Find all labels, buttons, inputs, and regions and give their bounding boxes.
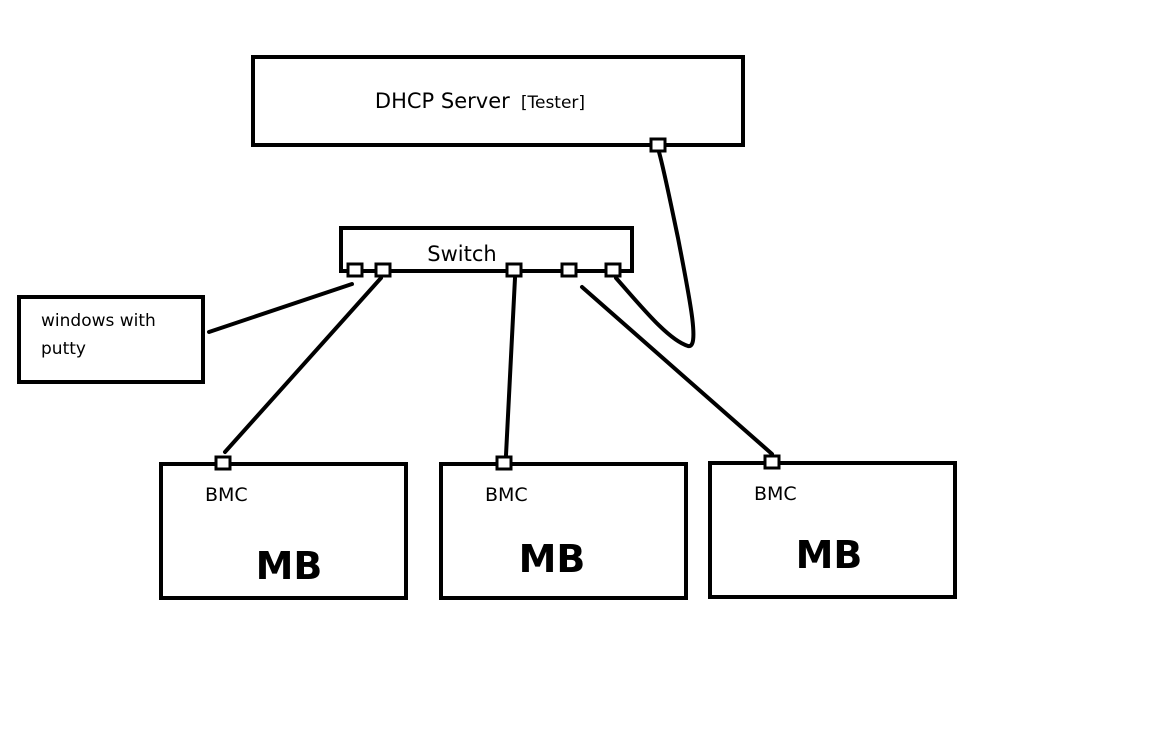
mb-label-3: MB — [796, 533, 863, 577]
bmc-port-1 — [214, 455, 232, 471]
bmc-label-3: BMC — [754, 483, 797, 505]
link-switch-to-dhcp — [614, 150, 696, 348]
windows-client-box — [17, 295, 205, 384]
dhcp-server-sublabel: [Tester] — [521, 93, 585, 113]
bmc-label-2: BMC — [485, 484, 528, 506]
motherboard-node-2: BMC MB — [439, 455, 688, 600]
motherboard-node-1: BMC MB — [159, 455, 408, 600]
link-switch-to-mb2 — [504, 276, 517, 457]
link-switch-to-mb1 — [223, 276, 383, 454]
dhcp-server-title: DHCP Server [Tester] — [375, 89, 585, 113]
bmc-port-3 — [763, 454, 781, 470]
windows-client-node: windows with putty — [17, 295, 205, 384]
bmc-label-1: BMC — [205, 484, 248, 506]
windows-client-line1: windows with — [41, 311, 156, 331]
switch-node: Switch — [339, 226, 634, 278]
motherboard-box-1 — [159, 462, 408, 600]
dhcp-server-node: DHCP Server [Tester] — [251, 55, 745, 153]
switch-label: Switch — [427, 242, 496, 266]
switch-port-2 — [374, 262, 392, 278]
windows-client-label: windows with putty — [41, 311, 161, 359]
link-switch-to-mb3 — [580, 285, 774, 456]
connections — [207, 150, 774, 457]
switch-port-3 — [505, 262, 523, 278]
switch-port-1 — [346, 262, 364, 278]
motherboard-box-2 — [439, 462, 688, 600]
switch-port-5 — [604, 262, 622, 278]
mb-label-2: MB — [519, 537, 586, 581]
dhcp-server-label: DHCP Server — [375, 89, 510, 113]
bmc-port-2 — [495, 455, 513, 471]
dhcp-server-port — [649, 137, 667, 153]
dhcp-server-box — [251, 55, 745, 147]
motherboard-node-3: BMC MB — [708, 454, 957, 599]
motherboard-box-3 — [708, 461, 957, 599]
link-client-to-switch — [207, 282, 354, 334]
mb-label-1: MB — [256, 544, 323, 588]
switch-port-4 — [560, 262, 578, 278]
windows-client-line2: putty — [41, 339, 86, 359]
